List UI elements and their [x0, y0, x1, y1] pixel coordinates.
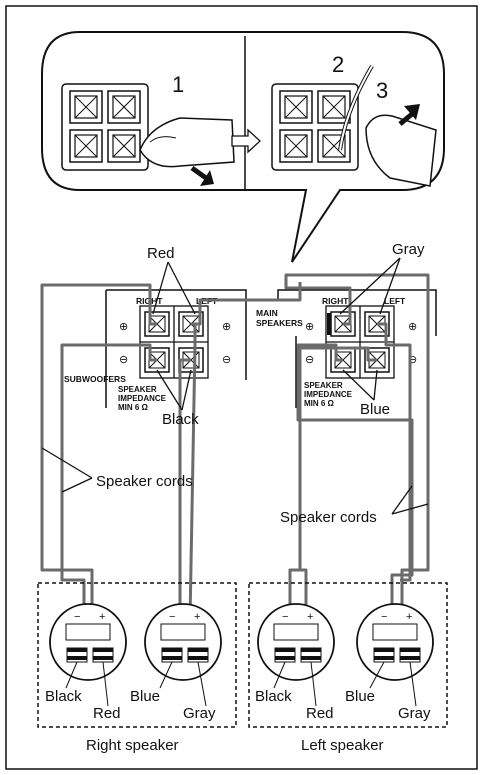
- ls-label-red: Red: [306, 705, 334, 722]
- main-impedance-line1: SPEAKER: [304, 381, 343, 390]
- step1-illustration: [61, 83, 235, 186]
- sub-plus-left: ⊕: [222, 321, 231, 333]
- sub-impedance-line3: MIN 6 Ω: [118, 403, 149, 412]
- rs-woofer-plus: +: [99, 611, 105, 623]
- speaker-cords: [40, 273, 430, 621]
- right-speaker-box: [37, 582, 237, 728]
- sub-plus-right: ⊕: [119, 321, 128, 333]
- rs-label-gray: Gray: [183, 705, 216, 722]
- label-gray-top: Gray: [392, 241, 425, 258]
- main-speakers-label-line1: MAIN: [256, 308, 278, 318]
- step3-number: 3: [376, 78, 388, 103]
- main-plus-right: ⊕: [305, 321, 314, 333]
- press-arrow-icon: [190, 165, 208, 181]
- main-minus-right: ⊖: [305, 354, 314, 366]
- cord-left-speaker-inner: [296, 343, 414, 620]
- label-leader-lines: [41, 257, 429, 515]
- ls-label-black: Black: [255, 688, 292, 705]
- next-step-arrow-icon: [231, 128, 261, 154]
- left-tweeter-terminals: [372, 623, 421, 663]
- right-tweeter-terminals: [160, 623, 209, 663]
- release-finger-icon: [365, 114, 437, 187]
- ls-label-gray: Gray: [398, 705, 431, 722]
- label-blue-mid: Blue: [360, 401, 390, 418]
- step1-number: 1: [172, 72, 184, 97]
- label-speaker-cords-right: Speaker cords: [280, 509, 377, 526]
- main-speakers-label-line2: SPEAKERS: [256, 318, 303, 328]
- right-speaker-caption: Right speaker: [86, 737, 179, 754]
- step2-number: 2: [332, 52, 344, 77]
- sub-minus-right: ⊖: [119, 354, 128, 366]
- ls-tweeter-plus: +: [406, 611, 412, 623]
- main-minus-left: ⊖: [408, 354, 417, 366]
- ls-woofer-plus: +: [307, 611, 313, 623]
- rs-label-black: Black: [45, 688, 82, 705]
- ls-label-blue: Blue: [345, 688, 375, 705]
- sub-impedance-line2: IMPEDANCE: [118, 394, 167, 403]
- release-arrow-icon: [398, 112, 414, 126]
- rs-woofer-minus: −: [74, 611, 80, 623]
- rs-tweeter-plus: +: [194, 611, 200, 623]
- rs-label-red: Red: [93, 705, 121, 722]
- cord-right-speaker-outer: [40, 283, 157, 620]
- sub-impedance-line1: SPEAKER: [118, 385, 157, 394]
- main-left-label: LEFT: [384, 296, 406, 306]
- cord-right-speaker-inner: [60, 343, 157, 620]
- outer-frame: [5, 5, 478, 770]
- right-woofer-terminals: [65, 623, 114, 663]
- ls-woofer-minus: −: [282, 611, 288, 623]
- rs-tweeter-minus: −: [169, 611, 175, 623]
- ls-tweeter-minus: −: [381, 611, 387, 623]
- label-red-top: Red: [147, 245, 175, 262]
- main-plus-left: ⊕: [408, 321, 417, 333]
- sub-minus-left: ⊖: [222, 354, 231, 366]
- main-speaker-panel: [277, 289, 437, 408]
- step2-illustration: [271, 64, 437, 187]
- left-woofer-terminals: [273, 623, 322, 663]
- subwoofers-label: SUBWOOFERS: [64, 374, 126, 384]
- left-speaker-box: [248, 582, 448, 728]
- label-speaker-cords-left: Speaker cords: [96, 473, 193, 490]
- main-right-label: RIGHT: [322, 296, 349, 306]
- left-speaker-caption: Left speaker: [301, 737, 384, 754]
- rs-label-blue: Blue: [130, 688, 160, 705]
- main-impedance-line3: MIN 6 Ω: [304, 399, 335, 408]
- label-black-mid: Black: [162, 411, 199, 428]
- main-impedance-line2: IMPEDANCE: [304, 390, 353, 399]
